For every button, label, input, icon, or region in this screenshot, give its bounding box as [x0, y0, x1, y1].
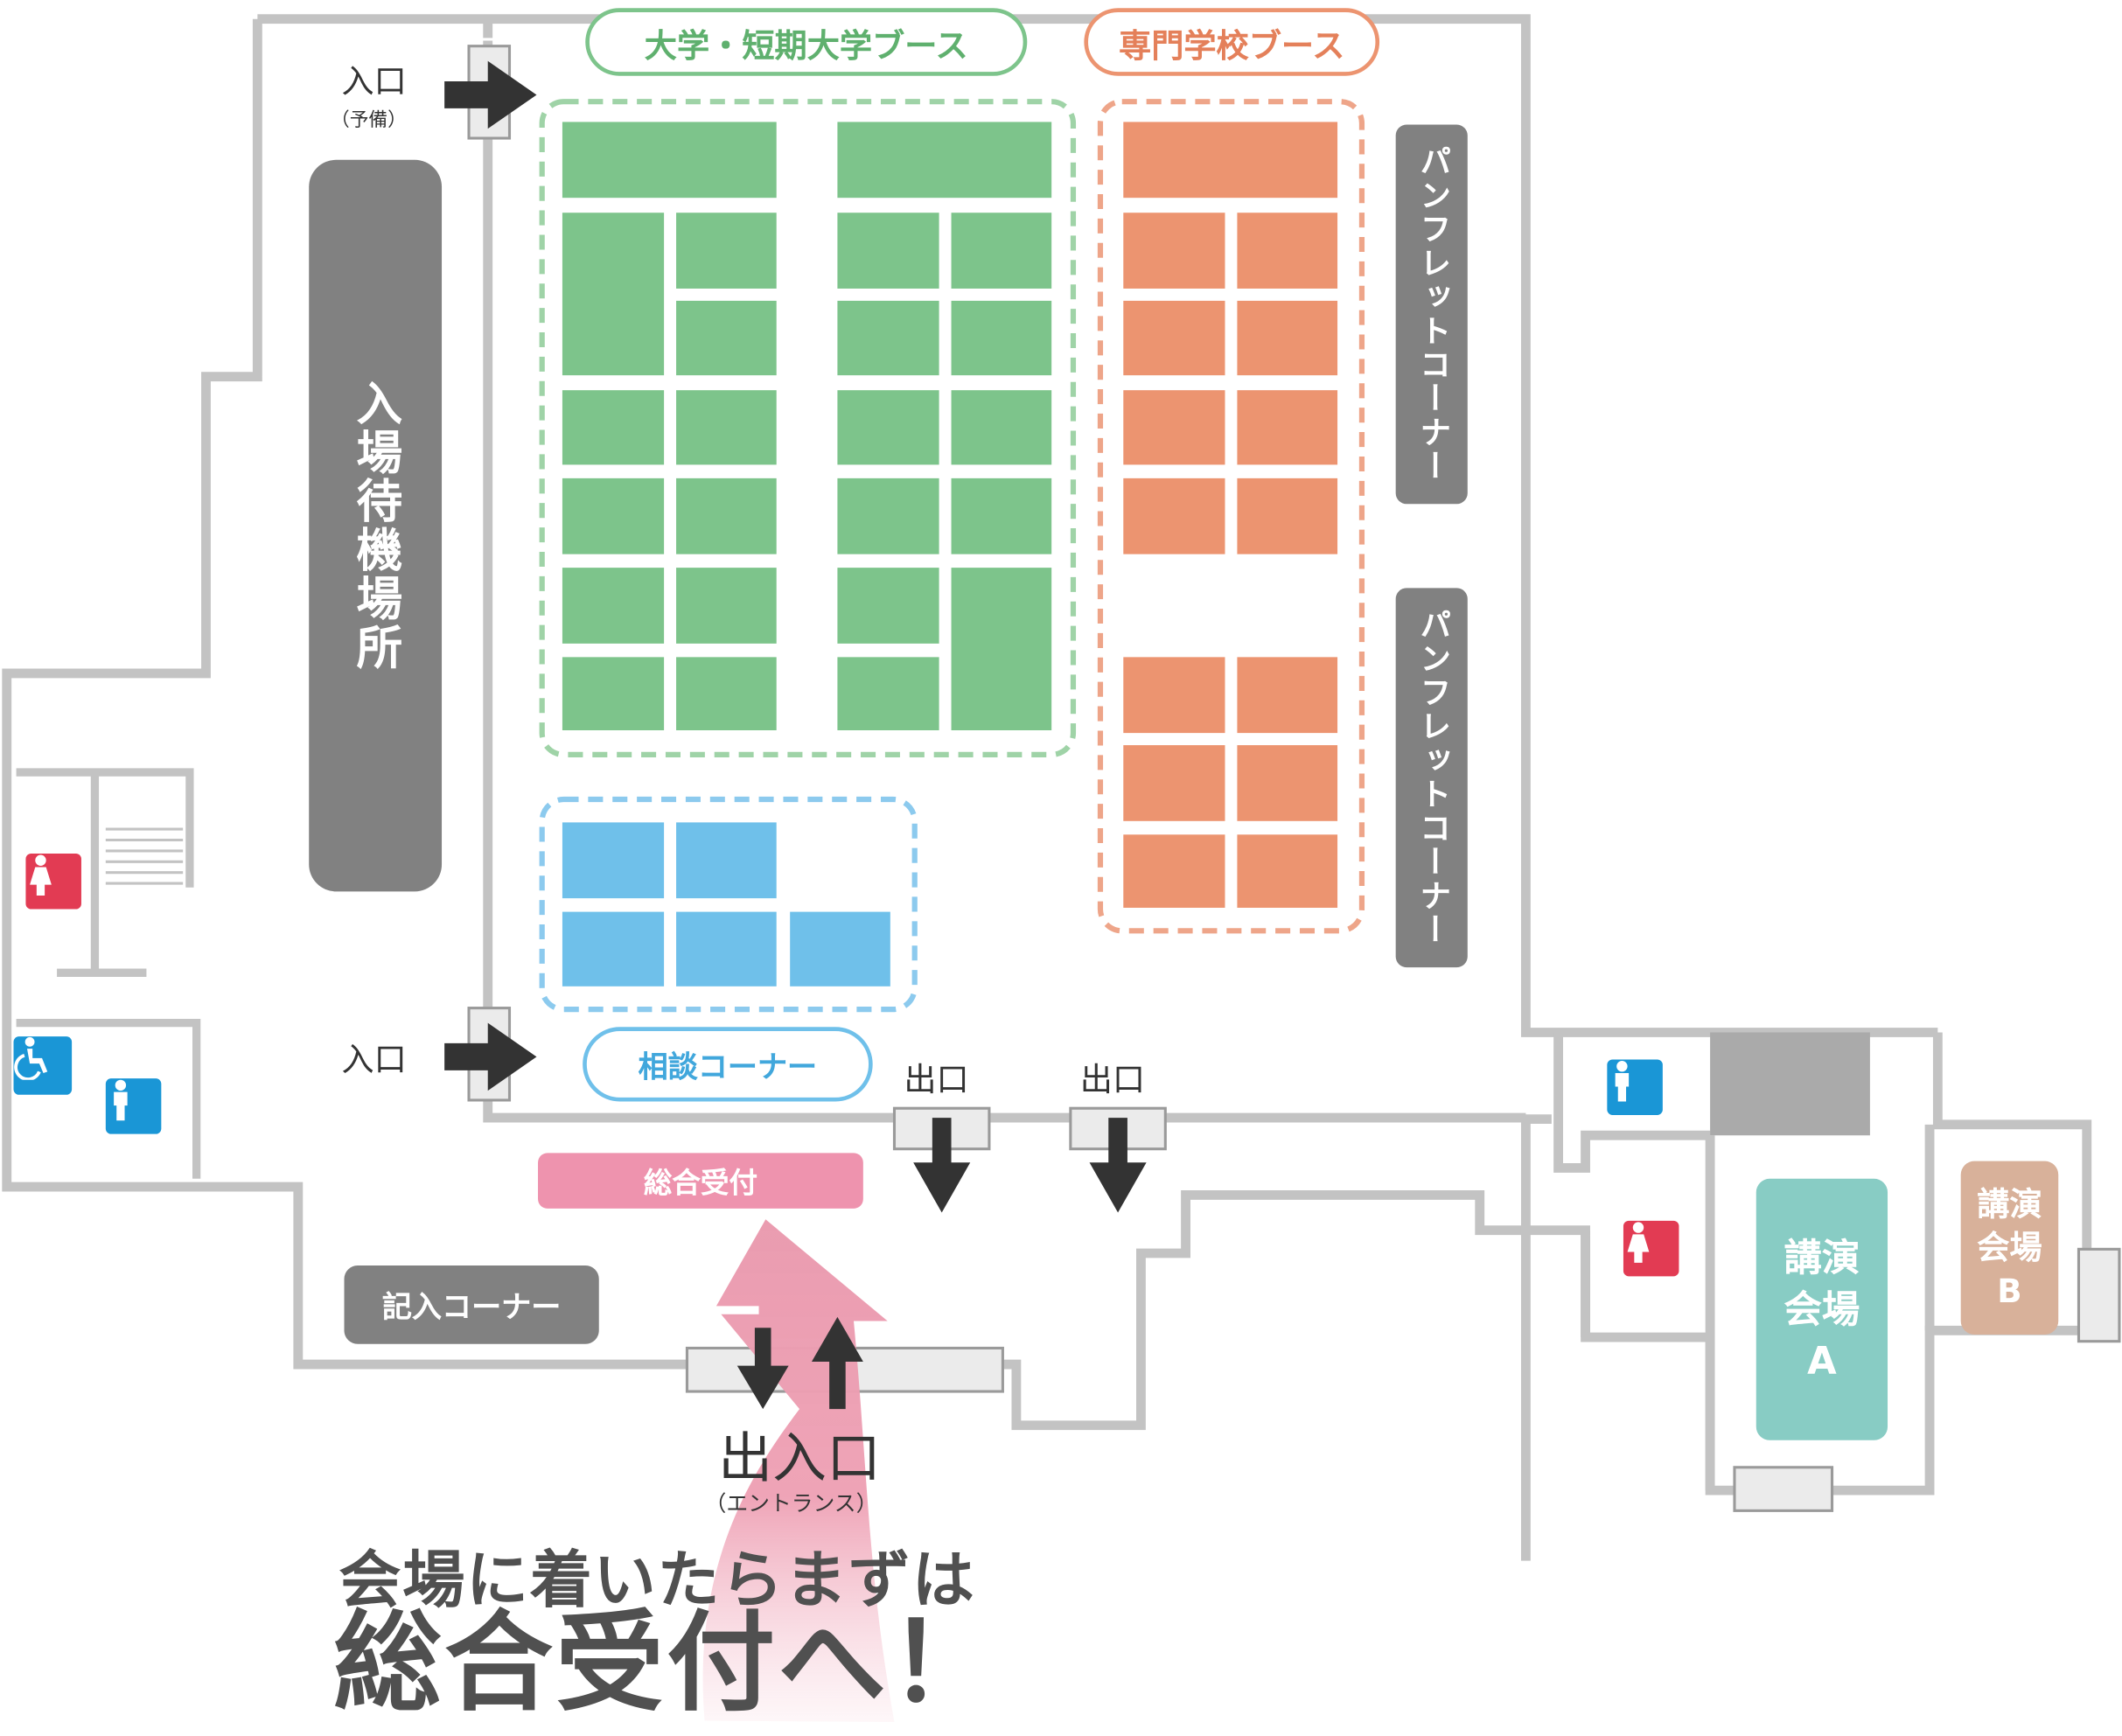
hall-a-text: 講演 会場 A — [1783, 1235, 1860, 1383]
male-restroom-icon-2 — [1607, 1059, 1663, 1115]
entrance-reserve-sub: （予備） — [331, 109, 407, 132]
pamphlet-corner-2-text: パンフレットコーナー — [1414, 608, 1449, 947]
vocational-booth-label: 専門学校ブース — [1084, 8, 1380, 76]
hall-b-text: 講演 会場 B — [1977, 1185, 2042, 1311]
hall-a: 講演 会場 A — [1756, 1178, 1888, 1440]
consult-corner-text: 相談コーナー — [638, 1050, 818, 1085]
wheelchair-icon — [13, 1036, 73, 1095]
slogan-line-2: 総合受付へ！ — [333, 1600, 1001, 1726]
reception-desk: 総合受付 — [538, 1153, 863, 1209]
university-booth-text: 大学・短期大学ブース — [644, 26, 968, 65]
pamphlet-corner-2: パンフレットコーナー — [1395, 588, 1468, 968]
entrance-label: 入口 — [341, 1040, 407, 1079]
stairs-icon — [105, 827, 184, 885]
consult-booths — [562, 822, 890, 987]
exit-1-label: 出口 — [904, 1061, 969, 1099]
university-booth-label: 大学・短期大学ブース — [585, 8, 1028, 76]
direction-arrows — [444, 60, 1147, 1410]
consult-corner-label: 相談コーナー — [583, 1027, 873, 1102]
female-restroom-icon — [25, 853, 81, 910]
main-entrance-label: 出入口 — [718, 1427, 881, 1491]
fill-in-corner-text: 記入コーナー — [381, 1291, 562, 1326]
vocational-booth-text: 専門学校ブース — [1119, 26, 1345, 65]
hall-b: 講演 会場 B — [1960, 1161, 2059, 1335]
male-restroom-icon — [105, 1078, 162, 1134]
waiting-area: 入場待機場所 — [309, 159, 443, 892]
pamphlet-corner-1: パンフレットコーナー — [1395, 124, 1468, 505]
exit-2-label: 出口 — [1079, 1061, 1146, 1099]
waiting-area-text: 入場待機場所 — [347, 379, 402, 673]
vocational-booths — [1123, 122, 1338, 908]
university-booths — [562, 122, 1052, 731]
main-entrance-sub: （エントランス） — [704, 1490, 878, 1516]
slogan-line-1: 会場に着いたらまずは — [339, 1543, 976, 1617]
reception-text: 総合受付 — [643, 1166, 758, 1199]
pamphlet-corner-1-text: パンフレットコーナー — [1414, 144, 1449, 485]
female-restroom-icon-2 — [1623, 1220, 1679, 1277]
entrance-reserve-label: 入口 — [341, 62, 407, 101]
fill-in-corner: 記入コーナー — [344, 1265, 599, 1344]
